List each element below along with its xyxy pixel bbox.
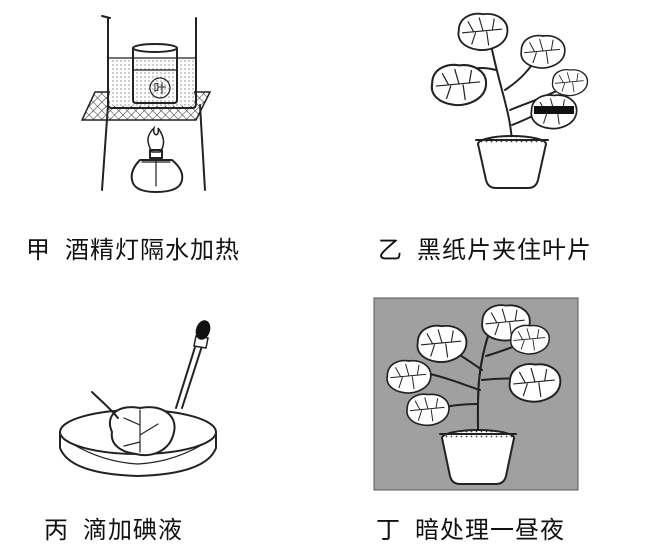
leaf-in-dish	[91, 391, 176, 457]
dropper-bulb	[195, 320, 211, 340]
black-paper	[534, 106, 574, 114]
caption-text: 酒精灯隔水加热	[65, 236, 240, 264]
plant-stem-main	[489, 39, 513, 143]
flower-pot	[475, 135, 549, 189]
plant-leaf	[406, 393, 450, 427]
plant-leaf	[416, 324, 468, 363]
caption-jia: 甲酒精灯隔水加热	[26, 230, 240, 265]
plant-leaf	[457, 12, 509, 51]
plant-leaf	[551, 68, 589, 97]
plant-leaf	[520, 34, 566, 69]
leaf-in-beaker	[149, 77, 171, 99]
caption-text: 滴加碘液	[83, 516, 183, 544]
caption-label: 丁	[376, 516, 401, 544]
caption-text: 黑纸片夹住叶片	[417, 236, 592, 264]
caption-yi: 乙黑纸片夹住叶片	[378, 230, 592, 265]
caption-text: 暗处理一昼夜	[415, 516, 565, 544]
caption-label: 丙	[44, 516, 69, 544]
plant-leaf	[430, 63, 488, 107]
large-beaker	[101, 15, 197, 109]
caption-label: 甲	[26, 236, 51, 264]
plant-leaf	[386, 359, 432, 394]
small-beaker: 叶	[132, 43, 178, 104]
plant-leaf	[509, 324, 550, 355]
panel-bing-illustration	[59, 320, 217, 477]
beaker-leaf-label: 叶	[153, 82, 166, 97]
caption-bing: 丙滴加碘液	[44, 510, 183, 545]
panel-ding-illustration	[373, 297, 579, 491]
caption-ding: 丁暗处理一昼夜	[376, 510, 565, 545]
tripod-leg-right	[199, 104, 206, 191]
dropper	[175, 320, 211, 409]
panel-jia-illustration: 叶	[80, 15, 212, 193]
plant-leaf	[508, 363, 562, 403]
alcohol-lamp	[130, 125, 184, 193]
caption-label: 乙	[378, 236, 403, 264]
panel-yi-illustration	[430, 12, 589, 189]
clipped-leaf	[530, 94, 578, 130]
flame	[147, 125, 165, 153]
flower-pot	[439, 429, 517, 485]
